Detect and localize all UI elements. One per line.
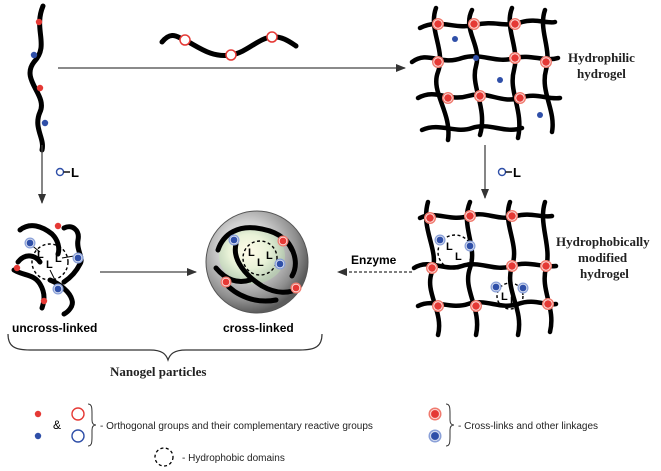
crosslink-node-red <box>277 235 289 247</box>
blue-dot <box>30 51 38 59</box>
crosslink-node-blue <box>24 237 36 249</box>
crosslink-node <box>442 92 454 104</box>
blue-dot <box>497 77 503 83</box>
label-hydrophobic-line3: hydrogel <box>580 266 629 281</box>
crosslink-node-blue <box>228 234 240 246</box>
svg-text:L: L <box>501 291 508 303</box>
crosslink-node <box>540 260 552 272</box>
legend-hydrophobic-text: - Hydrophobic domains <box>182 453 285 464</box>
blue-dot <box>452 36 458 42</box>
svg-text:L: L <box>513 165 521 180</box>
red-ring <box>266 31 278 43</box>
svg-text:L: L <box>446 241 453 253</box>
crosslink-node <box>432 56 444 68</box>
legend-blue-dot <box>34 432 42 440</box>
crosslink-node <box>514 92 526 104</box>
label-hydrophobic-line2: modified <box>578 250 628 265</box>
crosslink-node-blue <box>517 282 529 294</box>
crosslink-node <box>542 298 554 310</box>
label-hydrophobic-line1: Hydrophobically <box>556 234 650 249</box>
cross-linked-nanogel: L L L <box>205 210 309 314</box>
uncross-linked-nanogel: L L L <box>11 222 84 317</box>
crosslink-node-blue <box>490 281 502 293</box>
svg-text:L: L <box>37 249 44 261</box>
label-enzyme: Enzyme <box>351 253 397 267</box>
label-nanogel-particles: Nanogel particles <box>110 364 206 379</box>
legend-hydrophobic-circle <box>154 447 174 467</box>
crosslink-node-blue <box>274 258 286 270</box>
blue-dot <box>41 119 49 127</box>
red-dot <box>40 297 48 305</box>
legend: & - Orthogonal groups and their compleme… <box>34 403 598 467</box>
legend-brace-2 <box>445 403 455 447</box>
crosslink-node <box>509 52 521 64</box>
red-dot <box>13 264 21 272</box>
crosslink-node <box>424 212 436 224</box>
red-dot <box>36 84 44 92</box>
red-dot <box>35 18 43 26</box>
crosslink-node <box>506 210 518 222</box>
svg-text:L: L <box>510 295 517 307</box>
crosslink-node-blue <box>464 240 476 252</box>
crosslink-node-red <box>290 282 302 294</box>
crosslink-node <box>432 300 444 312</box>
crosslinker-chain <box>159 31 299 61</box>
legend-red-dot <box>34 410 42 418</box>
crosslink-node <box>509 18 521 30</box>
crosslink-node <box>432 18 444 30</box>
crosslink-node-blue <box>52 283 64 295</box>
legend-crosslinks-text: - Cross-links and other linkages <box>458 421 598 432</box>
crosslink-node <box>474 90 486 102</box>
hydrophilic-hydrogel-network <box>409 5 563 143</box>
legend-red-node <box>428 407 442 421</box>
crosslink-node-blue <box>72 252 84 264</box>
crosslink-node-red <box>220 276 232 288</box>
hydrophobically-modified-hydrogel: L L L L <box>411 199 559 338</box>
hydrophobic-domain <box>496 282 524 310</box>
crosslink-node-blue <box>434 234 446 246</box>
label-hydrophilic-line1: Hydrophilic <box>568 50 635 65</box>
linear-polymer-chain <box>27 3 49 153</box>
crosslink-node <box>470 300 482 312</box>
crosslink-node <box>468 18 480 30</box>
label-cross-linked: cross-linked <box>223 321 294 335</box>
svg-text:L: L <box>46 259 53 271</box>
legend-ampersand: & <box>53 418 61 432</box>
red-ring <box>225 49 237 61</box>
nanogel-brace <box>7 333 323 362</box>
legend-orthogonal-text: - Orthogonal groups and their complement… <box>100 421 373 432</box>
legend-blue-ring <box>71 429 85 443</box>
blue-dot <box>473 55 479 61</box>
svg-text:L: L <box>248 247 255 259</box>
legend-red-ring <box>71 407 85 421</box>
svg-text:L: L <box>455 251 462 263</box>
svg-text:L: L <box>257 257 264 269</box>
hydrophobic-domain <box>31 243 69 281</box>
svg-text:L: L <box>71 165 79 180</box>
svg-text:L: L <box>266 250 273 262</box>
ligand-reagent-right: L <box>497 165 521 180</box>
label-hydrophilic-line2: hydrogel <box>577 66 626 81</box>
red-dot <box>54 222 62 230</box>
hydrophobic-domain <box>437 234 473 270</box>
svg-text:L: L <box>55 253 62 265</box>
crosslink-node <box>540 56 552 68</box>
legend-blue-node <box>428 429 442 443</box>
crosslink-node <box>506 260 518 272</box>
hydrophobic-domain <box>242 240 278 276</box>
blue-dot <box>537 112 543 118</box>
ligand-reagent-left: L <box>55 165 79 180</box>
label-uncross-linked: uncross-linked <box>12 321 97 335</box>
crosslink-node <box>464 210 476 222</box>
red-ring <box>179 34 191 46</box>
crosslink-node <box>426 262 438 274</box>
legend-brace-1 <box>87 403 97 447</box>
